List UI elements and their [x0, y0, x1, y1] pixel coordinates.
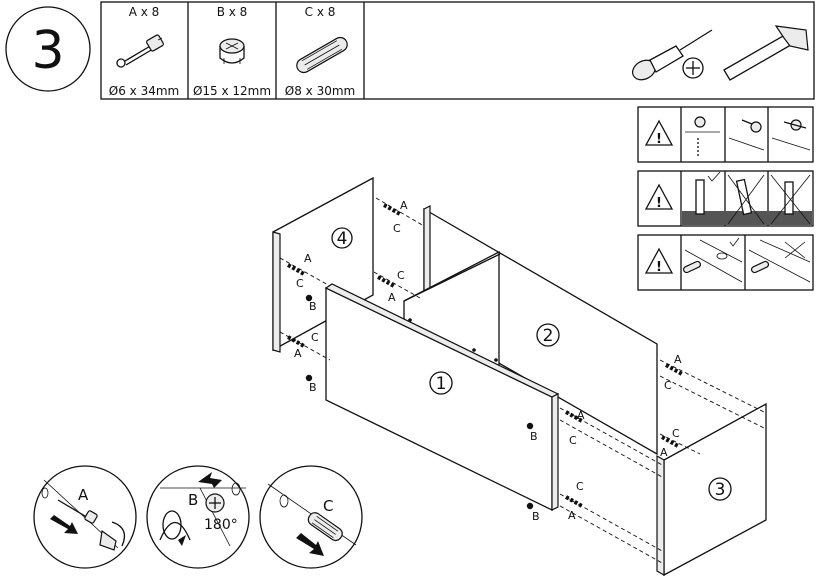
- hardware-labels: A C A C B C A B C A A C A C B C A C A B: [294, 199, 682, 523]
- bolt-insertion-detail-icon: [685, 116, 720, 158]
- warning-box-2: !: [637, 170, 814, 227]
- insert-cam-bolt-icon: [50, 499, 126, 551]
- svg-text:4: 4: [337, 229, 348, 249]
- warning-triangle-icon: !: [644, 183, 674, 211]
- callout-b-rotation: 180°: [204, 517, 238, 533]
- dowel-wrong-detail-icon: [748, 239, 811, 283]
- callout-b: B 180°: [146, 465, 250, 569]
- dowel-mark: [565, 495, 583, 508]
- label-a: A: [568, 509, 576, 522]
- phillips-head-icon: [682, 57, 704, 79]
- correct-depth-detail-icon: [695, 171, 721, 215]
- insert-dowel-icon: [296, 512, 343, 556]
- svg-text:2: 2: [543, 326, 554, 346]
- panel-4-number: 4: [331, 227, 353, 249]
- bolt-complete-detail-icon: [771, 119, 811, 151]
- dowel-mark: [665, 363, 683, 376]
- callout-c-letter: C: [323, 497, 333, 515]
- svg-text:!: !: [656, 132, 662, 147]
- part-b-size: Ø15 x 12mm: [193, 84, 271, 98]
- part-a-quantity: A x 8: [129, 5, 160, 19]
- label-b: B: [309, 381, 317, 394]
- label-c: C: [397, 269, 405, 282]
- label-a: A: [388, 291, 396, 304]
- label-c: C: [569, 434, 577, 447]
- label-a: A: [294, 347, 302, 360]
- callout-c: C: [259, 465, 363, 569]
- turn-cam-lock-icon: [159, 472, 225, 546]
- cam-lock-hole: [526, 422, 534, 430]
- label-c: C: [311, 331, 319, 344]
- part-b-cell: B x 8 Ø15 x 12mm: [193, 5, 271, 98]
- part-b-quantity: B x 8: [217, 5, 248, 19]
- dowel-mark: [287, 263, 305, 276]
- cam-lock-hole: [305, 294, 313, 302]
- part-c-cell: C x 8 Ø8 x 30mm: [285, 5, 355, 98]
- label-a: A: [660, 446, 668, 459]
- panel-1-number: 1: [429, 371, 453, 395]
- phillips-screwdriver-icon: [631, 29, 713, 81]
- step-number: 3: [31, 21, 64, 81]
- callout-b-letter: B: [188, 491, 198, 509]
- bolt-tightening-detail-icon: [728, 119, 765, 151]
- dowel-mark: [287, 335, 305, 348]
- dowel-mark: [565, 410, 583, 423]
- dowel-mark: [377, 275, 395, 288]
- dowel-mark: [661, 435, 679, 448]
- label-c: C: [576, 480, 584, 493]
- cam-lock-hole: [526, 502, 534, 510]
- label-c: C: [664, 379, 672, 392]
- label-b: B: [530, 430, 538, 443]
- warning-box-1: !: [637, 106, 814, 163]
- label-a: A: [304, 252, 312, 265]
- svg-text:1: 1: [436, 374, 447, 394]
- part-a-size: Ø6 x 34mm: [109, 84, 179, 98]
- warning-triangle-icon: !: [644, 119, 674, 147]
- alignment-guides: [279, 197, 765, 565]
- wrong-depth-detail-icon: [727, 174, 765, 225]
- part-c-quantity: C x 8: [305, 5, 336, 19]
- label-a: A: [674, 353, 682, 366]
- warning-triangle-icon: !: [644, 247, 674, 275]
- label-c: C: [672, 427, 680, 440]
- cam-lock-hole: [305, 374, 313, 382]
- step-number-badge: 3: [5, 6, 91, 92]
- panel-2-number: 2: [536, 323, 560, 347]
- dowel-correct-detail-icon: [682, 237, 743, 283]
- svg-text:!: !: [656, 196, 662, 211]
- svg-text:3: 3: [715, 480, 726, 500]
- part-a-cell: A x 8 Ø6 x 34mm: [109, 5, 179, 98]
- label-a: A: [400, 199, 408, 212]
- cam-bolt-icon: [116, 34, 164, 68]
- label-b: B: [309, 300, 317, 313]
- part-c-size: Ø8 x 30mm: [285, 84, 355, 98]
- wrong-angle-detail-icon: [770, 174, 811, 225]
- parts-table: A x 8 Ø6 x 34mm B x 8 Ø15 x 12mm: [100, 1, 815, 100]
- callout-a: A: [33, 465, 137, 569]
- svg-text:!: !: [656, 260, 662, 275]
- callout-a-letter: A: [78, 486, 89, 504]
- panel-3-number: 3: [708, 477, 732, 501]
- label-c: C: [296, 277, 304, 290]
- panel-3: 3: [656, 402, 767, 577]
- panel-1: 1: [324, 283, 560, 512]
- hammer-icon: [723, 25, 809, 81]
- dowel-mark: [383, 203, 401, 216]
- label-b: B: [532, 510, 540, 523]
- hardware-marks: [287, 203, 683, 510]
- label-a: A: [577, 409, 585, 422]
- cam-lock-icon: [219, 38, 245, 64]
- label-c: C: [393, 222, 401, 235]
- warning-box-3: !: [637, 234, 814, 291]
- wooden-dowel-icon: [296, 36, 348, 74]
